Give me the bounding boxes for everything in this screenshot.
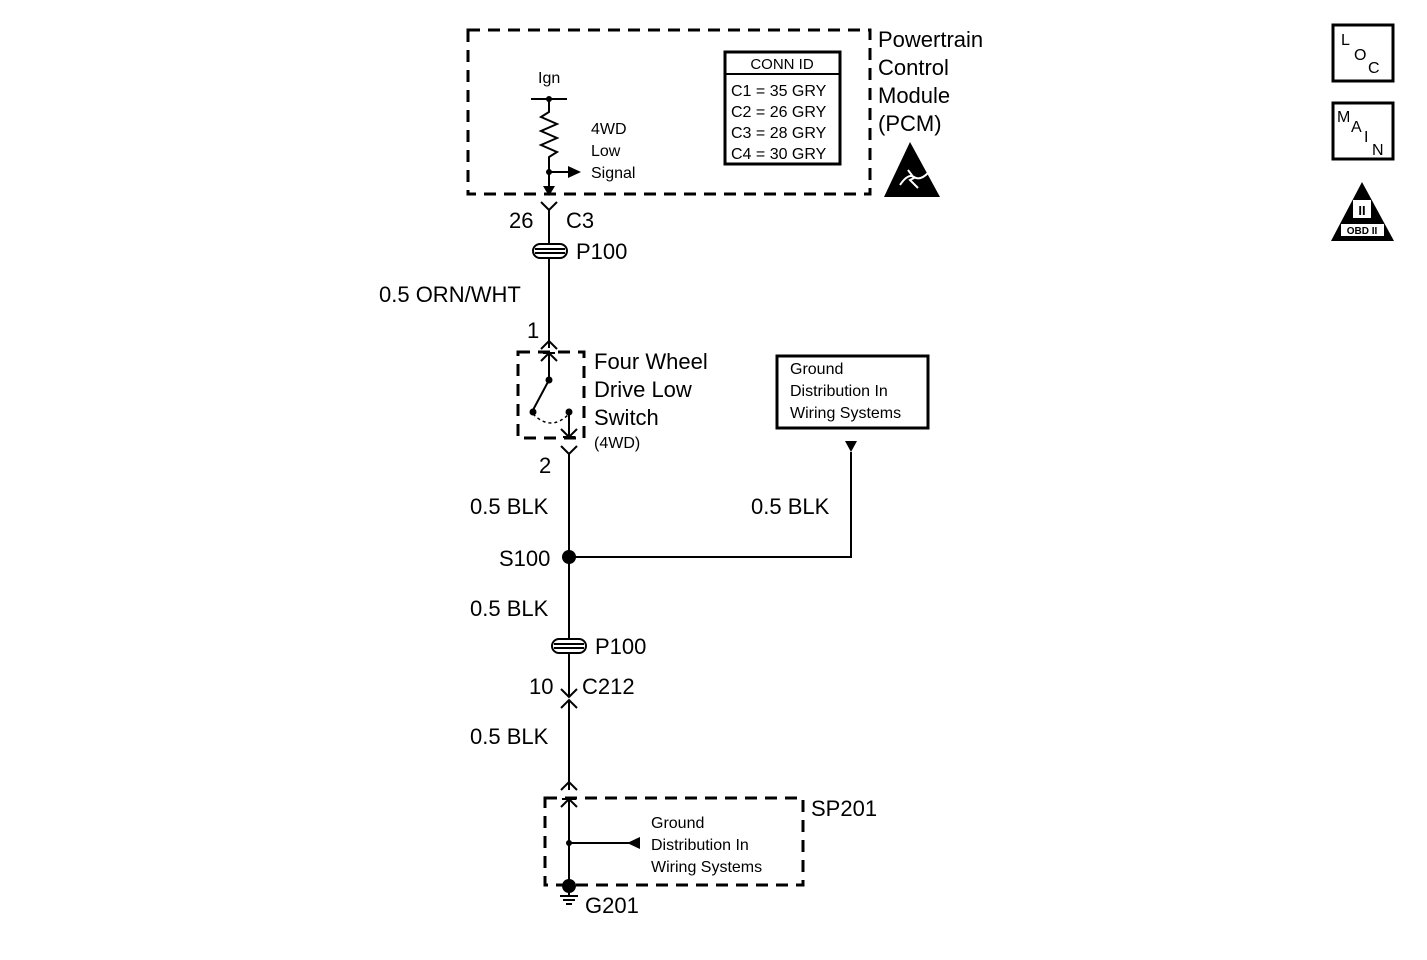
- p100-bottom-label: P100: [595, 634, 646, 659]
- pcm-title: Powertrain Control Module (PCM): [878, 27, 983, 136]
- esd-warning-icon: [884, 142, 940, 197]
- wire-blk-right: [569, 452, 852, 558]
- svg-text:Module: Module: [878, 83, 950, 108]
- svg-text:Low: Low: [591, 143, 621, 160]
- ground-distribution-box: [775, 354, 930, 430]
- pin-1: 1: [527, 318, 539, 343]
- svg-text:C1 = 35 GRY: C1 = 35 GRY: [731, 83, 827, 100]
- p100-top-label: P100: [576, 239, 627, 264]
- svg-text:Ground: Ground: [790, 361, 843, 378]
- sp201-arrow-icon: [627, 837, 640, 849]
- svg-text:N: N: [1372, 142, 1384, 159]
- ground-arrow-icon: [845, 441, 857, 452]
- switch-box: [516, 350, 586, 440]
- signal-label: 4WD Low Signal: [591, 121, 635, 182]
- sp201-label: SP201: [811, 796, 877, 821]
- svg-text:4WD: 4WD: [591, 121, 627, 138]
- pin-10: 10: [529, 674, 553, 699]
- svg-text:Wiring Systems: Wiring Systems: [790, 405, 901, 422]
- svg-text:C2 = 26 GRY: C2 = 26 GRY: [731, 104, 827, 121]
- pin-2: 2: [539, 453, 551, 478]
- obd-ii-icon[interactable]: II OBD II: [1331, 182, 1394, 241]
- main-icon[interactable]: M A I N: [1331, 101, 1395, 161]
- pull-up-resistor: [538, 99, 560, 195]
- wire-blk-3-label: 0.5 BLK: [470, 724, 549, 749]
- connector-c3: [540, 201, 558, 212]
- ground-icon: [560, 892, 578, 905]
- svg-text:C4 = 30 GRY: C4 = 30 GRY: [731, 146, 827, 163]
- svg-text:C3 = 28 GRY: C3 = 28 GRY: [731, 125, 827, 142]
- svg-text:II: II: [1358, 203, 1365, 218]
- svg-text:Signal: Signal: [591, 165, 635, 182]
- svg-text:Drive Low: Drive Low: [594, 377, 692, 402]
- ground-g201-label: G201: [585, 893, 639, 918]
- conn-id-table: CONN ID C1 = 35 GRY C2 = 26 GRY C3 = 28 …: [723, 50, 842, 166]
- svg-text:A: A: [1351, 119, 1362, 136]
- svg-text:Wiring Systems: Wiring Systems: [651, 859, 762, 876]
- sp201-text: Ground Distribution In Wiring Systems: [651, 815, 762, 876]
- svg-text:C: C: [1368, 60, 1380, 77]
- wire-orn-wht-label: 0.5 ORN/WHT: [379, 282, 521, 307]
- p100-bottom: [551, 638, 587, 654]
- svg-text:I: I: [1364, 129, 1368, 146]
- svg-text:Powertrain: Powertrain: [878, 27, 983, 52]
- ground-g201-node: [562, 879, 576, 893]
- svg-text:Switch: Switch: [594, 405, 659, 430]
- switch-title: Four Wheel Drive Low Switch: [594, 349, 708, 430]
- svg-text:Distribution In: Distribution In: [651, 837, 749, 854]
- svg-text:Four Wheel: Four Wheel: [594, 349, 708, 374]
- svg-text:M: M: [1337, 109, 1350, 126]
- switch-abbrev: (4WD): [594, 435, 640, 452]
- splice-s100: [562, 550, 576, 564]
- wire-blk-1-label: 0.5 BLK: [470, 494, 549, 519]
- svg-text:Distribution In: Distribution In: [790, 383, 888, 400]
- svg-text:OBD II: OBD II: [1347, 226, 1378, 237]
- pcm-box: [466, 28, 872, 196]
- svg-text:CONN ID: CONN ID: [750, 56, 814, 73]
- svg-text:O: O: [1354, 47, 1366, 64]
- svg-text:Control: Control: [878, 55, 949, 80]
- switch-blade: [532, 379, 550, 411]
- pin-26: 26: [509, 208, 533, 233]
- p100-top: [532, 243, 568, 259]
- wire-blk-2-label: 0.5 BLK: [470, 596, 549, 621]
- svg-text:Ground: Ground: [651, 815, 704, 832]
- ign-label: Ign: [538, 70, 560, 87]
- loc-icon[interactable]: L O C: [1331, 23, 1395, 83]
- wire-blk-right-label: 0.5 BLK: [751, 494, 830, 519]
- svg-text:(PCM): (PCM): [878, 111, 942, 136]
- ground-distribution-text: Ground Distribution In Wiring Systems: [790, 361, 901, 422]
- signal-arrow-icon: [568, 166, 581, 178]
- svg-text:L: L: [1341, 32, 1350, 49]
- connector-c212-label: C212: [582, 674, 635, 699]
- splice-s100-label: S100: [499, 546, 550, 571]
- connector-c3-label: C3: [566, 208, 594, 233]
- sp201-box: [543, 796, 805, 887]
